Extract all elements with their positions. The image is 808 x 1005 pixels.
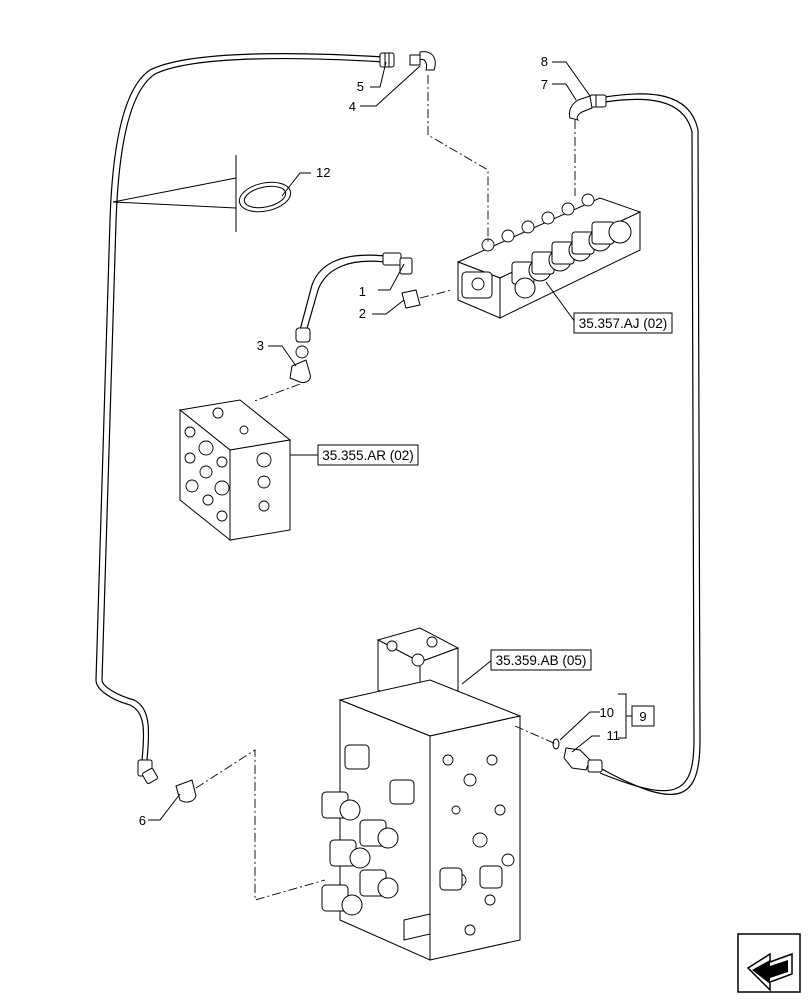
ref-label-35359: 35.359.AB (05)	[496, 653, 587, 668]
callout-8: 8	[541, 54, 548, 69]
fitting-8	[589, 94, 607, 108]
ref-label-35355: 35.355.AR (02)	[322, 448, 414, 463]
hose-section-marker	[112, 155, 292, 232]
long-hose-right	[599, 93, 701, 795]
elbow-fitting-6	[137, 759, 197, 803]
callout-9: 9	[639, 709, 646, 724]
callout-5: 5	[357, 79, 364, 94]
callout-11: 11	[607, 728, 621, 743]
callout-3: 3	[257, 338, 264, 353]
callout-7: 7	[541, 77, 548, 92]
ref-box-35355[interactable]: 35.355.AR (02)	[317, 444, 419, 466]
long-hose-left	[95, 53, 385, 761]
callout-6: 6	[139, 813, 146, 828]
callout-9-box: 9	[631, 705, 655, 727]
seal-10	[552, 738, 560, 750]
ref-label-35357: 35.357.AJ (02)	[579, 316, 668, 331]
callout-leaders	[148, 61, 632, 821]
connection-lines	[195, 75, 576, 901]
elbow-fitting-7	[569, 95, 593, 121]
next-page-arrow-icon[interactable]	[737, 933, 801, 993]
solenoid-valve-bank	[456, 193, 642, 319]
ref-box-35357[interactable]: 35.357.AJ (02)	[573, 312, 673, 334]
callout-4: 4	[349, 99, 356, 114]
manifold-block	[178, 399, 292, 542]
elbow-fitting-3	[289, 345, 311, 383]
fitting-11	[563, 747, 603, 773]
fitting-5	[379, 52, 395, 68]
callout-12: 12	[316, 165, 330, 180]
fitting-2	[401, 289, 421, 309]
callout-1: 1	[359, 284, 366, 299]
callout-10: 10	[600, 705, 614, 720]
control-valve-assembly	[321, 627, 522, 961]
hose-1	[295, 252, 413, 343]
elbow-fitting-4	[409, 51, 436, 71]
ref-box-35359[interactable]: 35.359.AB (05)	[490, 649, 592, 671]
callout-2: 2	[359, 306, 366, 321]
